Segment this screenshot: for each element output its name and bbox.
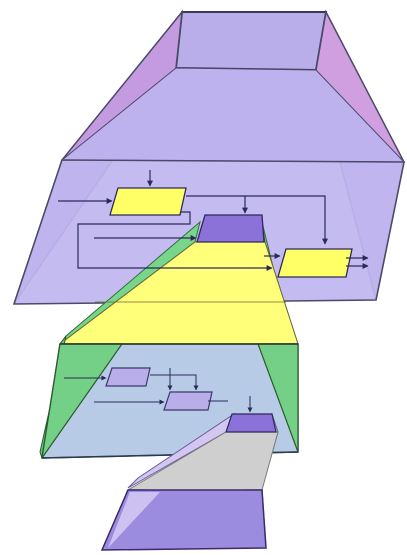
selected-process-block bbox=[197, 215, 264, 242]
process-block-1 bbox=[110, 188, 186, 215]
top-level-upper-face bbox=[176, 12, 326, 70]
bottom-selected-block bbox=[226, 414, 276, 432]
process-block-2 bbox=[278, 249, 352, 277]
subprocess-block-2 bbox=[164, 392, 212, 410]
subprocess-block-1 bbox=[106, 368, 150, 386]
